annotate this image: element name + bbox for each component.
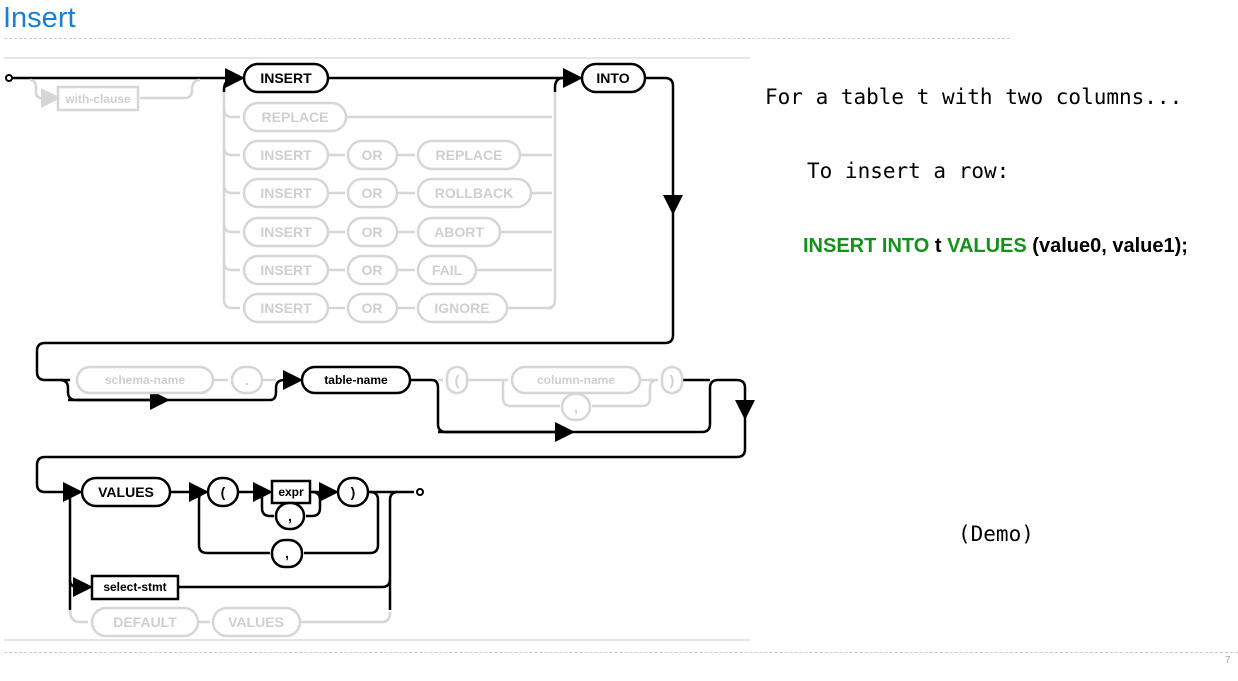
- sql-example: INSERT INTO t VALUES (value0, value1);: [803, 235, 1188, 258]
- page-number: 7: [1225, 655, 1231, 666]
- slide-title: Insert: [3, 2, 76, 34]
- svg-text:schema-name: schema-name: [105, 373, 185, 387]
- svg-text:REPLACE: REPLACE: [262, 109, 329, 125]
- values-open-paren: (: [206, 476, 240, 508]
- svg-text:OR: OR: [362, 224, 383, 240]
- sql-keyword-values: VALUES: [947, 235, 1027, 257]
- svg-text:REPLACE: REPLACE: [436, 147, 503, 163]
- demo-label: (Demo): [958, 522, 1034, 546]
- svg-text:INSERT: INSERT: [260, 185, 312, 201]
- table-name-box: table-name: [300, 365, 412, 395]
- svg-text:,: ,: [574, 399, 578, 415]
- intro-text: For a table t with two columns...: [765, 85, 1183, 109]
- svg-text:DEFAULT: DEFAULT: [113, 614, 177, 630]
- svg-text:INSERT: INSERT: [260, 147, 312, 163]
- svg-text:VALUES: VALUES: [98, 484, 154, 500]
- alt-insert-or-abort: INSERT OR ABORT: [242, 216, 502, 248]
- default-keyword: DEFAULT: [90, 606, 200, 638]
- close-paren-token: ): [660, 365, 684, 395]
- svg-text:table-name: table-name: [324, 373, 388, 387]
- svg-text:,: ,: [285, 545, 289, 561]
- title-divider: [4, 38, 1010, 39]
- svg-text:with-clause: with-clause: [64, 92, 131, 106]
- replace-keyword: REPLACE: [242, 101, 348, 133]
- values-close-paren: ): [336, 476, 370, 508]
- step-text: To insert a row:: [807, 159, 1010, 183]
- svg-text:INSERT: INSERT: [260, 300, 312, 316]
- svg-text:(: (: [221, 484, 226, 500]
- select-stmt-box: select-stmt: [90, 574, 180, 601]
- insert-keyword: INSERT: [242, 62, 330, 94]
- svg-text:OR: OR: [362, 300, 383, 316]
- row-comma-token: ,: [270, 538, 304, 569]
- svg-text:OR: OR: [362, 262, 383, 278]
- svg-text:INSERT: INSERT: [260, 70, 312, 86]
- column-comma-token: ,: [560, 392, 592, 422]
- svg-text:ROLLBACK: ROLLBACK: [435, 185, 514, 201]
- svg-text:column-name: column-name: [537, 373, 615, 387]
- sql-table: t: [929, 235, 948, 257]
- expr-box: expr: [270, 479, 312, 505]
- svg-text:FAIL: FAIL: [432, 262, 463, 278]
- alt-insert-or-ignore: INSERT OR IGNORE: [242, 292, 509, 324]
- svg-text:(: (: [455, 372, 460, 388]
- default-values-keyword: VALUES: [211, 606, 302, 638]
- svg-text:OR: OR: [362, 147, 383, 163]
- into-keyword: INTO: [580, 62, 647, 94]
- values-keyword: VALUES: [80, 476, 172, 508]
- svg-text:IGNORE: IGNORE: [434, 300, 489, 316]
- column-name-box: column-name: [510, 365, 642, 395]
- with-clause-box: with-clause: [56, 85, 140, 112]
- expr-comma-token: ,: [274, 501, 306, 531]
- svg-text:): ): [351, 484, 356, 500]
- sql-keyword-insert-into: INSERT INTO: [803, 235, 930, 257]
- svg-text:select-stmt: select-stmt: [103, 580, 166, 594]
- open-paren-token: (: [445, 365, 469, 395]
- svg-text:VALUES: VALUES: [228, 614, 284, 630]
- sql-values: (value0, value1);: [1026, 235, 1188, 257]
- svg-text:expr: expr: [278, 485, 304, 499]
- svg-text:ABORT: ABORT: [434, 224, 484, 240]
- svg-text:INSERT: INSERT: [260, 224, 312, 240]
- alt-insert-or-rollback: INSERT OR ROLLBACK: [242, 177, 533, 209]
- footer-divider: [4, 652, 1238, 653]
- svg-text:,: ,: [288, 508, 292, 524]
- insert-syntax-diagram: with-clause INSERT INTO REPLACE INSERT O…: [4, 57, 755, 641]
- svg-text:OR: OR: [362, 185, 383, 201]
- schema-name-box: schema-name: [75, 365, 215, 395]
- alt-insert-or-replace: INSERT OR REPLACE: [242, 139, 522, 171]
- svg-text:.: .: [245, 372, 249, 388]
- svg-text:INTO: INTO: [596, 70, 629, 86]
- dot-token: .: [230, 365, 264, 395]
- alt-insert-or-fail: INSERT OR FAIL: [242, 254, 478, 286]
- svg-text:INSERT: INSERT: [260, 262, 312, 278]
- svg-text:): ): [670, 372, 675, 388]
